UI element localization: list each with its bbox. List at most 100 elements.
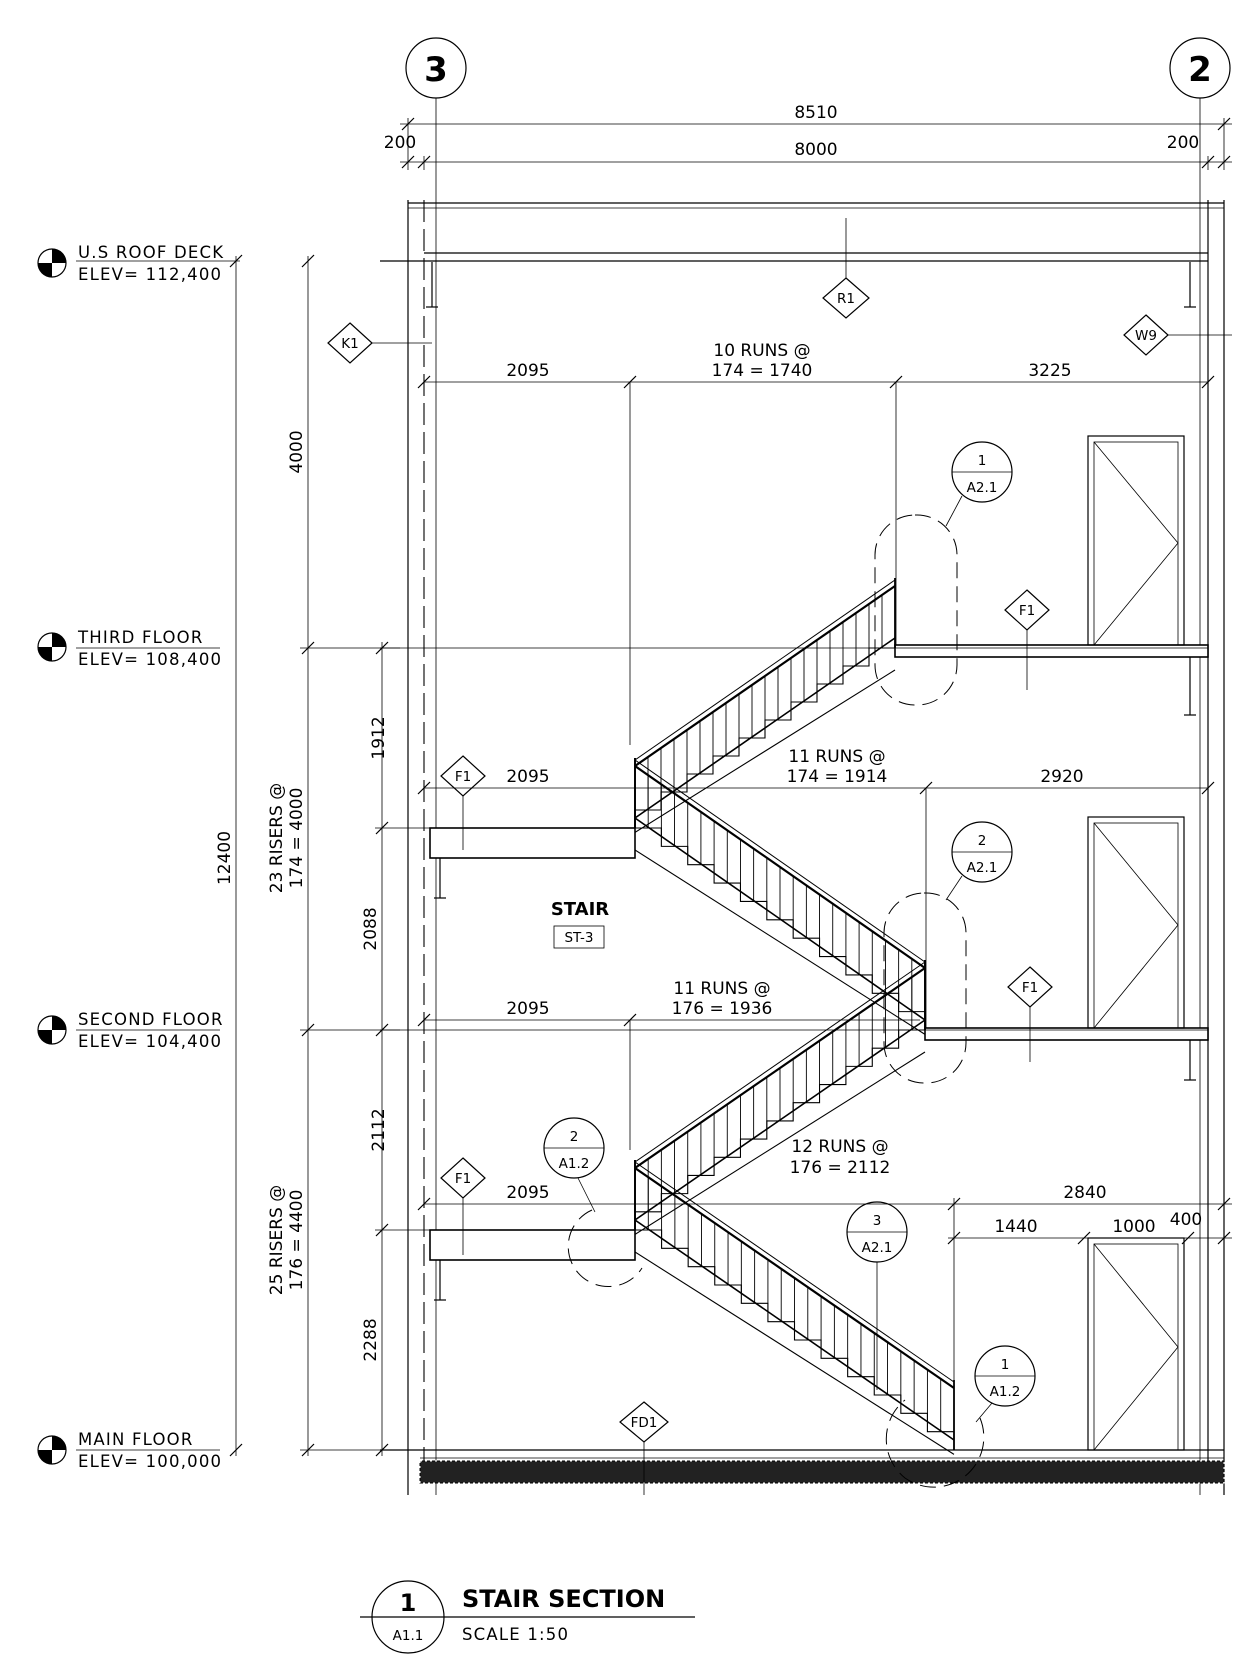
door-main-floor [1087,1237,1185,1451]
title-block: 1 A1.1 STAIR SECTION SCALE 1:50 [360,1580,695,1654]
tag-k1-label: K1 [341,336,358,352]
dim-total-height: 12400 [215,831,235,885]
run-top-left: 2095 [506,361,549,381]
detail-callout-2-a12: 2 A1.2 [543,1117,643,1288]
flight-second-to-upper-landing-handrail-top [634,759,926,963]
flight-second-to-upper-landing-stringer [634,849,926,1035]
level-name-roof: U.S ROOF DECK [78,243,224,262]
dim-landing-to-main: 2288 [361,1318,381,1361]
stair-title: STAIR [551,899,609,920]
overall-dimensions: 8510 8000 200 200 [384,103,1232,170]
run-top-label2: 174 = 1740 [712,361,813,381]
detail-5-sheet: A1.2 [990,1384,1021,1400]
run-dims-lower-landing: 2095 12 RUNS @ 176 = 2112 2840 1440 1000… [417,1137,1232,1450]
grid-label-2: 2 [1188,50,1212,90]
title-block-title: STAIR SECTION [462,1585,665,1613]
tag-f1-lower-landing: F1 [440,1157,486,1255]
flight-main-to-lower-landing-handrail-top [634,1161,955,1383]
tag-r1: R1 [822,218,870,319]
run-upper-label1: 11 RUNS @ [788,747,885,767]
tag-f1-upper-landing: F1 [440,755,486,850]
run-lower-sub1: 1440 [994,1217,1037,1237]
tag-w9-label: W9 [1135,328,1157,344]
level-name-main: MAIN FLOOR [78,1430,194,1449]
dim-landing-to-second: 2088 [361,907,381,950]
level-elev-main: ELEV= 100,000 [78,1452,222,1471]
grid-label-3: 3 [424,50,448,90]
level-elev-roof: ELEV= 112,400 [78,265,222,284]
dim-total-width: 8510 [794,103,837,123]
run-lower-label1: 12 RUNS @ [791,1137,888,1157]
dim-second-to-landing: 2112 [369,1108,389,1151]
dim-left-wall: 200 [384,133,416,153]
detail-2-sheet: A2.1 [967,860,998,876]
tag-f1-second-label: F1 [1022,980,1038,996]
stair-flights [634,578,955,1455]
detail-5-num: 1 [1001,1357,1010,1373]
run-upper-right: 2920 [1040,767,1083,787]
level-marker-roof: U.S ROOF DECK ELEV= 112,400 [37,243,240,284]
walls [407,200,1225,1495]
title-block-sheet: A1.1 [393,1628,424,1644]
level-elev-third: ELEV= 108,400 [78,650,222,669]
dim-upper-risers-1: 23 RISERS @ [267,783,287,893]
detail-callout-1-a12: 1 A1.2 [885,1345,1036,1488]
level-marker-main: MAIN FLOOR ELEV= 100,000 [37,1430,222,1471]
level-elev-second: ELEV= 104,400 [78,1032,222,1051]
dim-roof-to-third: 4000 [287,430,307,473]
detail-4-num: 3 [873,1213,882,1229]
ground [380,1449,1225,1484]
grid-line-2: 2 [1169,37,1231,1495]
detail-2-num: 2 [978,833,987,849]
run-second-label1: 11 RUNS @ [673,979,770,999]
run-second-left: 2095 [506,999,549,1019]
run-top-right: 3225 [1028,361,1071,381]
run-dims-upper-landing: 2095 11 RUNS @ 174 = 1914 2920 [417,747,1215,1028]
run-lower-left: 2095 [506,1183,549,1203]
dim-lower-risers-1: 25 RISERS @ [267,1185,287,1295]
tag-f1-second: F1 [1007,966,1053,1062]
detail-4-sheet: A2.1 [862,1240,893,1256]
dim-inner-width: 8000 [794,140,837,160]
tag-f1-upper-label: F1 [455,769,471,785]
vertical-dimensions: 12400 4000 23 RISERS @ 174 = 4000 25 RIS… [215,254,430,1457]
title-block-scale: SCALE 1:50 [462,1625,569,1644]
level-name-third: THIRD FLOOR [77,628,204,647]
stair-label: STAIR ST-3 [551,899,609,949]
tag-fd1-label: FD1 [631,1415,658,1431]
run-lower-label2: 176 = 2112 [790,1158,891,1178]
tag-fd1: FD1 [619,1401,669,1495]
flight-upper-landing-to-third-stringer [634,669,896,833]
run-upper-left: 2095 [506,767,549,787]
dim-lower-risers-2: 176 = 4400 [287,1190,307,1291]
flight-lower-landing-to-second-handrail-top [634,961,926,1163]
tag-f1-third-label: F1 [1019,603,1035,619]
run-top-label1: 10 RUNS @ [713,341,810,361]
flight-main-to-lower-landing-stringer [634,1251,955,1455]
third-floor-slab [380,644,1209,716]
title-block-num: 1 [400,1589,417,1617]
grid-line-3: 3 [405,37,467,1495]
detail-3-sheet: A1.2 [559,1156,590,1172]
upper-landing-slab [429,827,636,899]
detail-callout-1-a21: 1 A2.1 [874,441,1013,706]
detail-1-num: 1 [978,453,987,469]
level-marker-second: SECOND FLOOR ELEV= 104,400 [37,1010,222,1051]
detail-callout-3-a21: 3 A2.1 [846,1201,908,1390]
run-upper-label2: 174 = 1914 [787,767,888,787]
flight-lower-landing-to-second-treads [634,1029,925,1230]
tag-f1-third: F1 [1004,589,1050,690]
detail-3-num: 2 [570,1129,579,1145]
dim-third-to-landing: 1912 [369,716,389,759]
run-dims-top: 2095 10 RUNS @ 174 = 1740 3225 [417,341,1215,745]
run-lower-sub3: 400 [1170,1210,1202,1230]
second-floor-slab [380,1027,1209,1081]
tag-r1-label: R1 [837,291,855,307]
stair-tag: ST-3 [564,930,593,946]
dim-upper-risers-2: 174 = 4000 [287,788,307,889]
lower-landing-slab [429,1229,636,1301]
run-lower-right: 2840 [1063,1183,1106,1203]
detail-1-sheet: A2.1 [967,480,998,496]
run-second-label2: 176 = 1936 [672,999,773,1019]
